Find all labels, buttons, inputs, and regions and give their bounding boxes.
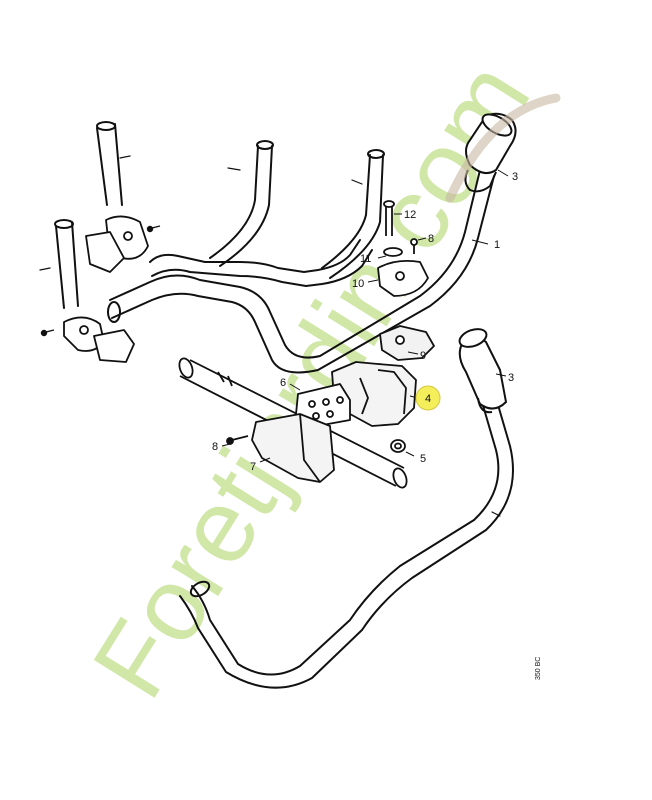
post-mid [209,145,273,267]
post-left [96,123,123,206]
loop-outer [191,401,500,676]
upper-main-bar-inner [111,175,495,374]
post-mid-top [256,140,274,150]
part-label-11: 11 [360,253,371,265]
part-12-screw [385,206,393,236]
lower-grip [458,328,508,414]
upper-main-bar [109,169,481,359]
shaft-gap-marks [217,371,233,387]
part-label-8-upper: 8 [428,233,434,245]
small-screws-left [40,225,161,337]
part-label-1: 1 [494,239,500,251]
leader-11 [377,255,387,259]
loop-inner [179,397,514,689]
part-label-5: 5 [420,453,426,465]
loop-tick [491,511,501,517]
upper-crossbar-inner [151,249,373,287]
leader-8b [221,443,231,447]
watermark-accent-arc [445,93,561,203]
post-lower-left [55,221,79,309]
part-label-12: 12 [404,209,416,221]
loop-end [189,580,211,598]
part-label-6: 6 [280,377,286,389]
part-label-7: 7 [250,461,256,473]
part-5-nut [390,439,406,453]
upper-crossbar [149,239,361,273]
part-label-3-lower: 3 [508,372,514,384]
post-right-top [367,149,385,159]
part-label-10: 10 [352,278,364,290]
leader-9 [407,351,419,355]
leader-8a [417,237,427,241]
part-9-clamp [379,325,435,361]
part-label-9: 9 [420,350,426,362]
highlighted-part-badge: 4 [415,385,441,411]
leader-6 [289,383,301,391]
highlight-circle [415,385,441,411]
leader-10 [367,279,379,283]
shaft-and-mount [178,357,417,489]
part-number-labels: 1 3 12 8 11 10 9 3 6 8 5 7 [212,171,518,473]
part-8-lower-screw [231,435,249,441]
upper-tick-marks [39,155,363,271]
left-clamp-brackets [63,215,149,363]
center-clamp-assembly [377,200,435,361]
post-lower-left-top [54,219,74,229]
clamp-lower-b [93,329,135,363]
leader-1 [471,239,489,245]
leader-3a [497,169,509,177]
part-label-8-lower: 8 [212,441,218,453]
upper-bar-end [107,301,121,323]
highlight-label: 4 [425,393,431,405]
leader-5 [405,451,415,457]
post-right [321,154,384,279]
diagram-reference-code: 350 BC [535,657,542,680]
upper-handlebar-frame [39,121,495,374]
leader-3b [495,373,507,377]
leader-7 [259,457,271,463]
clamp-bolt-hole-1 [123,231,133,241]
lower-loop-handle [179,397,514,689]
part-11-washer [383,247,403,257]
post-left-top [96,121,116,131]
clamp-bolt-hole-2 [79,325,89,335]
part-label-3-upper: 3 [512,171,518,183]
clamp-upper-b [85,231,125,273]
